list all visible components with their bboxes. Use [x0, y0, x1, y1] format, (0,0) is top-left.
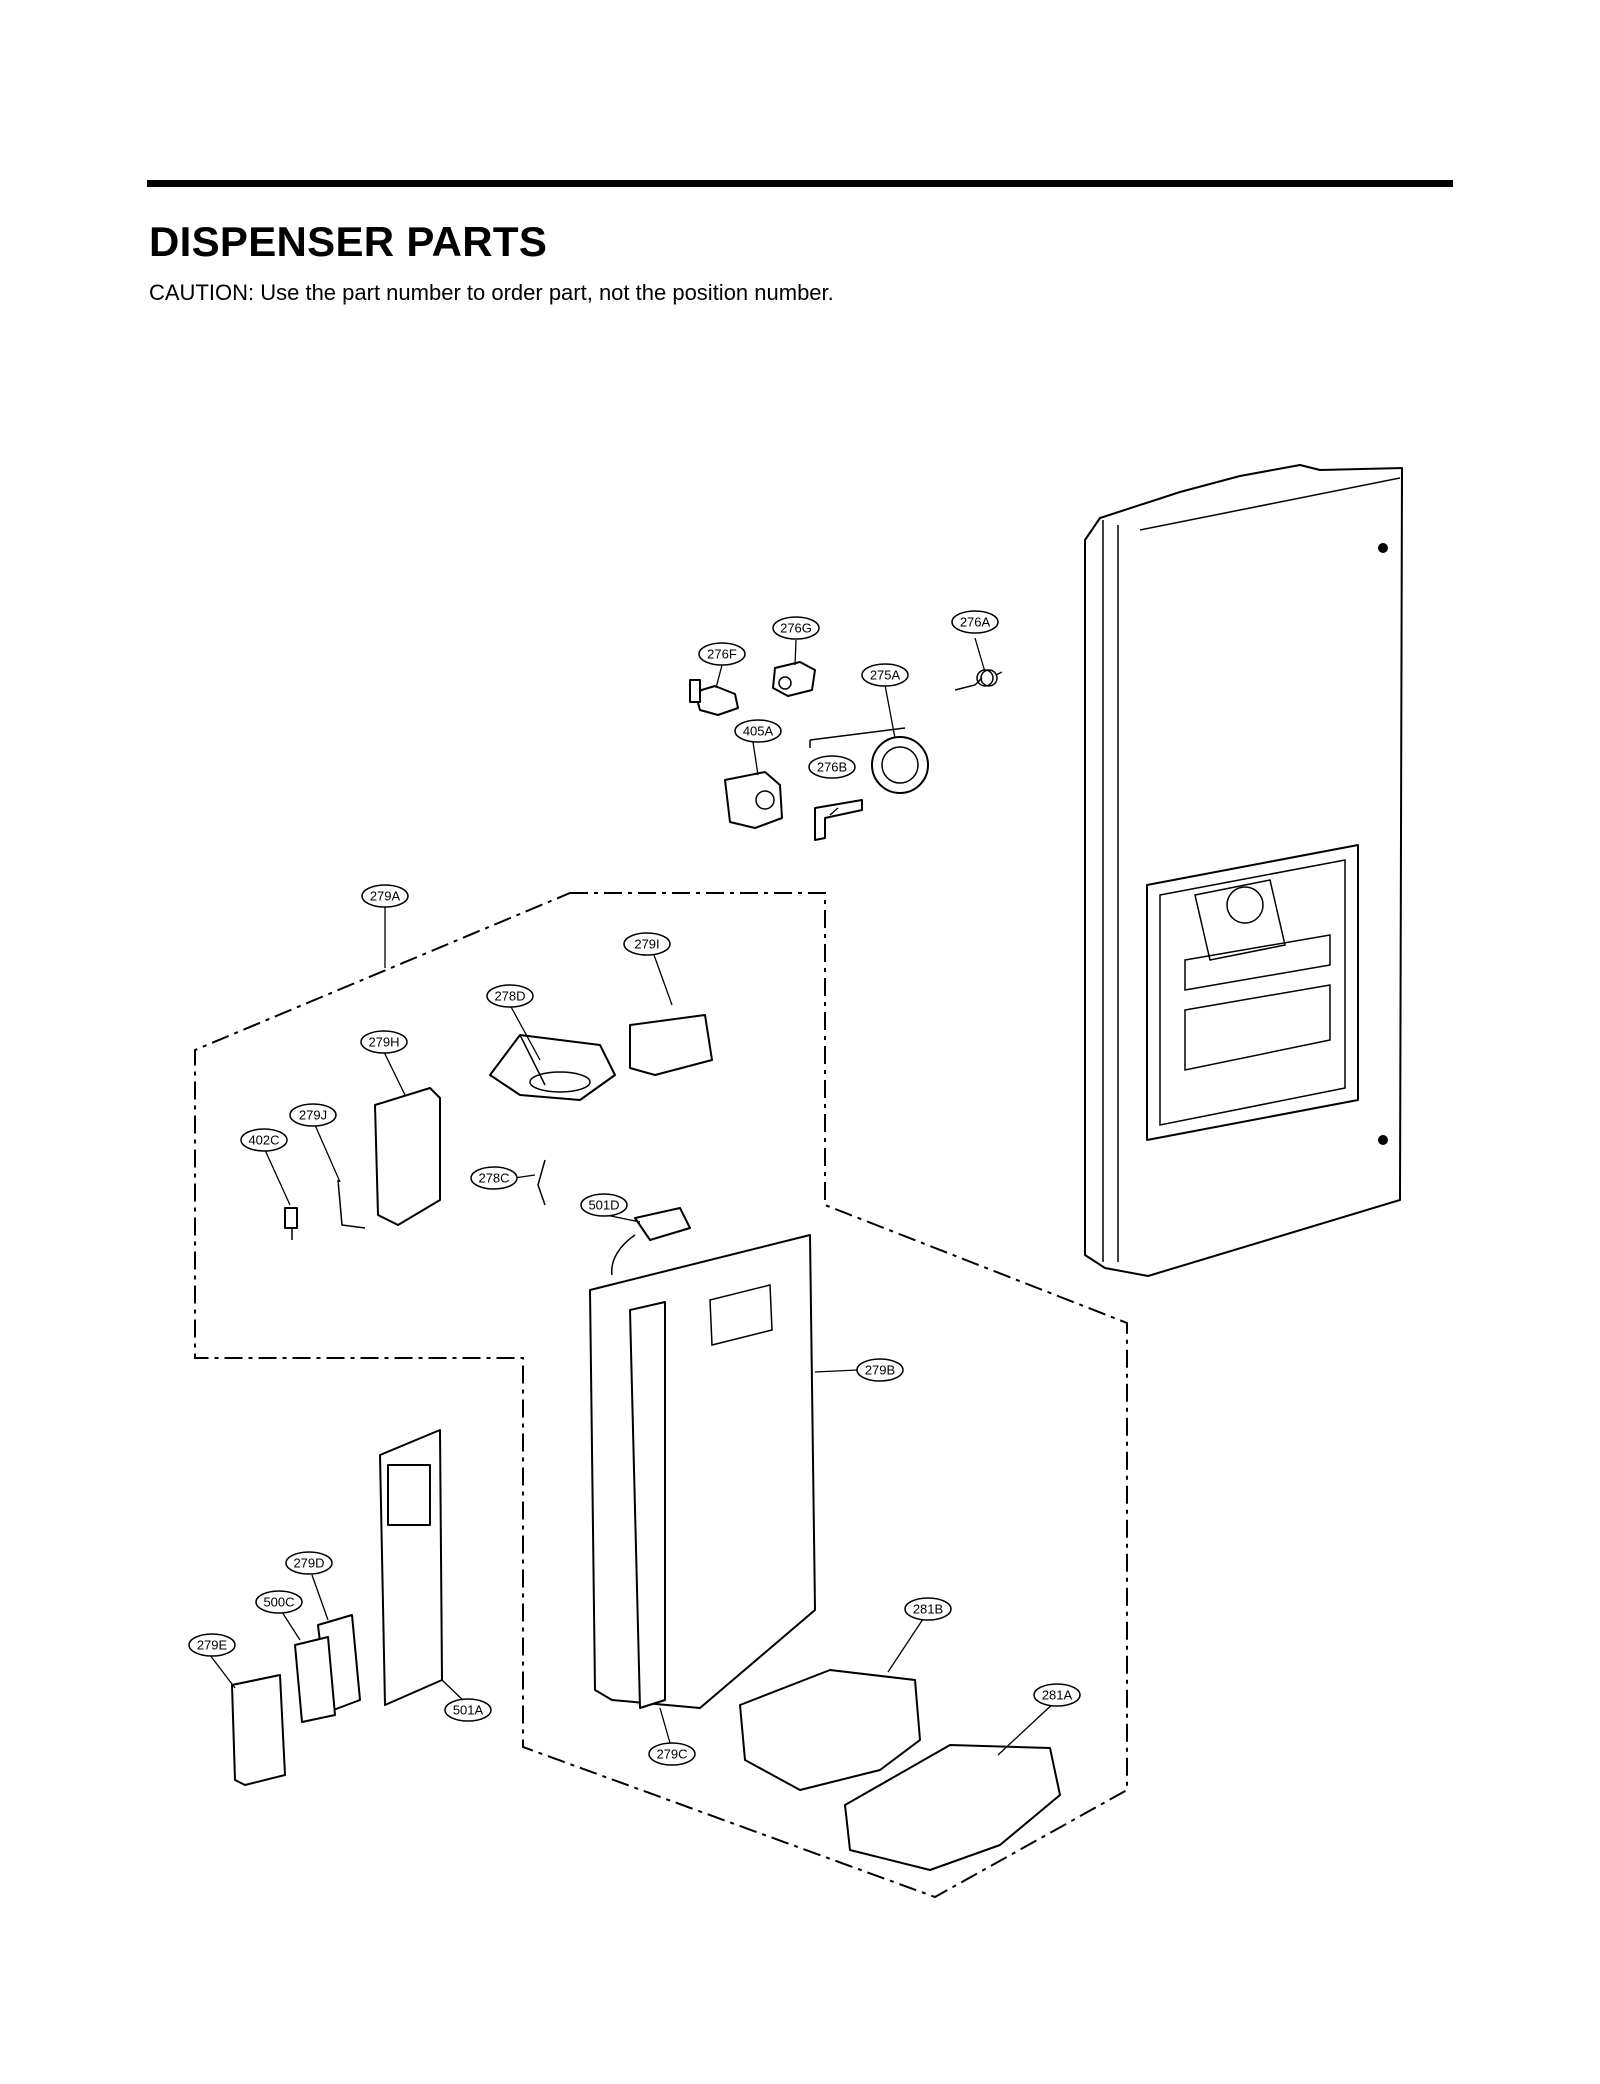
svg-text:278C: 278C — [478, 1171, 509, 1186]
drip-grille-part — [844, 1744, 1061, 1871]
top-rule — [147, 180, 1453, 187]
pcb-part — [611, 1207, 691, 1276]
svg-text:279E: 279E — [197, 1638, 228, 1653]
callout-281B: 281B — [904, 1597, 952, 1621]
button-pad-part — [294, 1636, 336, 1723]
callout-281A: 281A — [1033, 1683, 1081, 1707]
geared-motor-part — [724, 771, 783, 829]
callout-278C: 278C — [470, 1166, 518, 1190]
lcd-panel-part — [379, 1429, 443, 1706]
lever-cover-part — [374, 1087, 441, 1226]
svg-text:279B: 279B — [865, 1363, 895, 1378]
callout-279C: 279C — [648, 1742, 696, 1766]
lever-part — [337, 1179, 366, 1229]
svg-text:278D: 278D — [494, 989, 525, 1004]
svg-text:402C: 402C — [248, 1133, 279, 1148]
svg-text:279A: 279A — [370, 889, 401, 904]
dispenser-cover-part — [589, 1234, 816, 1709]
callout-501A: 501A — [444, 1698, 492, 1722]
svg-text:276B: 276B — [817, 760, 847, 775]
assembly-boundary — [194, 892, 1128, 1899]
callout-501D: 501D — [580, 1193, 628, 1217]
svg-text:279I: 279I — [634, 937, 659, 952]
svg-text:281B: 281B — [913, 1602, 943, 1617]
solenoid-part — [809, 727, 929, 794]
callout-279E: 279E — [188, 1633, 236, 1657]
callout-405A: 405A — [734, 719, 782, 743]
svg-text:501A: 501A — [453, 1703, 484, 1718]
callout-276B: 276B — [808, 755, 856, 779]
leader-lines — [209, 637, 1058, 1756]
callout-279A: 279A — [361, 884, 409, 908]
callout-279D: 279D — [285, 1551, 333, 1575]
duct-cap-part — [814, 799, 863, 841]
callout-279B: 279B — [856, 1358, 904, 1382]
display-housing-part — [231, 1674, 286, 1786]
spring-clip-part — [537, 1159, 546, 1206]
door-panel — [1084, 464, 1403, 1277]
svg-text:500C: 500C — [263, 1595, 294, 1610]
svg-text:275A: 275A — [870, 668, 901, 683]
drip-tray-part — [739, 1669, 921, 1791]
svg-text:501D: 501D — [588, 1198, 619, 1213]
callout-279I: 279I — [623, 932, 671, 956]
callout-276A: 276A — [951, 610, 999, 634]
svg-text:276F: 276F — [707, 647, 737, 662]
callout-278D: 278D — [486, 984, 534, 1008]
cam-part — [689, 679, 739, 716]
micro-switch-part — [284, 1207, 298, 1240]
bracket-part — [772, 661, 816, 697]
spring-part — [954, 669, 1003, 691]
svg-text:279C: 279C — [656, 1747, 687, 1762]
callout-275A: 275A — [861, 663, 909, 687]
callout-402C: 402C — [240, 1128, 288, 1152]
callout-500C: 500C — [255, 1590, 303, 1614]
page-title: DISPENSER PARTS — [149, 218, 548, 265]
caution-note: CAUTION: Use the part number to order pa… — [149, 280, 834, 305]
svg-text:276G: 276G — [780, 621, 812, 636]
duct-door-part — [629, 1014, 713, 1076]
svg-text:405A: 405A — [743, 724, 774, 739]
svg-text:281A: 281A — [1042, 1688, 1073, 1703]
ice-chute-part — [489, 1034, 616, 1101]
svg-text:279H: 279H — [368, 1035, 399, 1050]
svg-text:279D: 279D — [293, 1556, 324, 1571]
svg-text:279J: 279J — [299, 1108, 327, 1123]
callout-276G: 276G — [772, 616, 820, 640]
callout-279J: 279J — [289, 1103, 337, 1127]
svg-text:276A: 276A — [960, 615, 991, 630]
callout-276F: 276F — [698, 642, 746, 666]
callout-279H: 279H — [360, 1030, 408, 1054]
